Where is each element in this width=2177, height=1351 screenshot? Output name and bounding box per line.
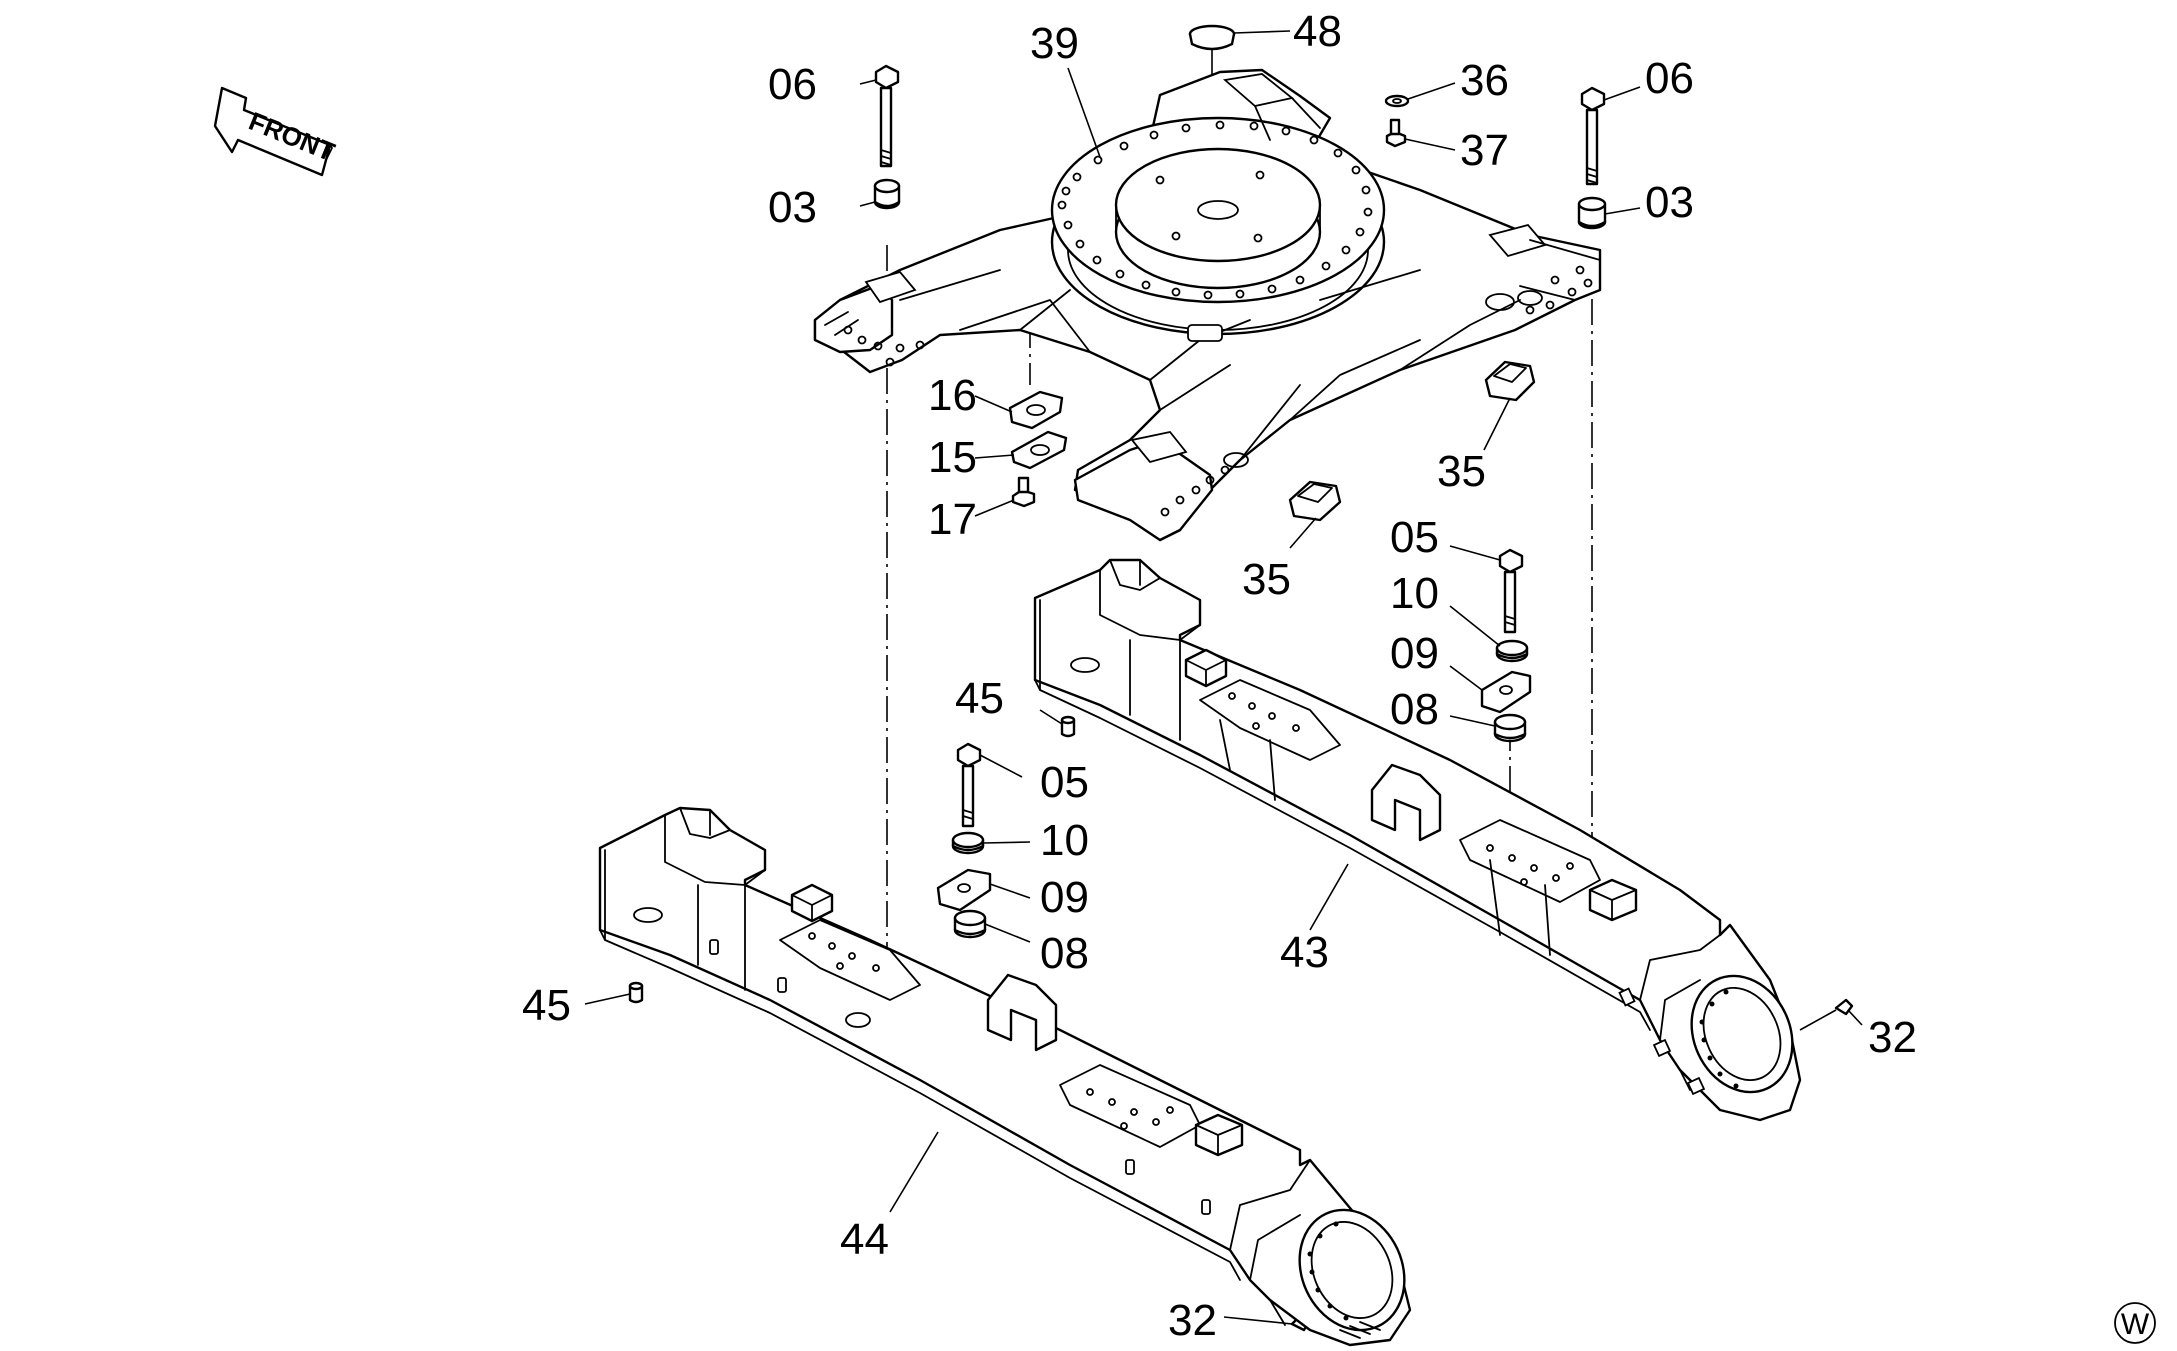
part-06-bolt-left bbox=[874, 64, 900, 168]
callout-35-right: 35 bbox=[1437, 447, 1486, 496]
callout-17: 17 bbox=[928, 495, 977, 544]
callout-45-left: 45 bbox=[522, 981, 571, 1030]
part-08-spacer-right bbox=[1493, 713, 1527, 743]
leader-lines bbox=[584, 30, 1863, 1325]
callout-03-left: 03 bbox=[768, 183, 817, 232]
callout-numbers: 48 39 06 06 36 37 03 03 16 15 17 35 35 0… bbox=[522, 7, 1917, 1345]
upper-frame bbox=[813, 68, 1602, 542]
part-16-plate bbox=[1008, 390, 1064, 430]
part-09-plate-right bbox=[1480, 670, 1532, 714]
callout-32-bottom: 32 bbox=[1168, 1296, 1217, 1345]
side-frame-right bbox=[1033, 558, 1802, 1122]
part-17-bolt bbox=[1011, 476, 1036, 508]
part-06-bolt-right bbox=[1580, 86, 1606, 186]
part-05-bolt-right bbox=[1498, 548, 1524, 634]
callout-45-top: 45 bbox=[955, 674, 1004, 723]
part-37-bolt bbox=[1385, 118, 1407, 148]
hardware-parts bbox=[628, 24, 1854, 1332]
part-09-plate-left bbox=[936, 868, 992, 912]
part-10-washer-left bbox=[951, 831, 985, 855]
callout-05-left: 05 bbox=[1040, 758, 1089, 807]
callout-35-center: 35 bbox=[1242, 555, 1291, 604]
callout-08-left: 08 bbox=[1040, 929, 1089, 978]
part-03-spacer-left bbox=[873, 178, 901, 210]
callout-32-right: 32 bbox=[1868, 1013, 1917, 1062]
front-direction-arrow: FRONT bbox=[213, 86, 339, 177]
callout-37: 37 bbox=[1460, 126, 1509, 175]
callout-03-right: 03 bbox=[1645, 178, 1694, 227]
callout-09-left: 09 bbox=[1040, 873, 1089, 922]
callout-15: 15 bbox=[928, 433, 977, 482]
callout-36: 36 bbox=[1460, 56, 1509, 105]
side-frame-left bbox=[598, 806, 1412, 1347]
callout-05-right: 05 bbox=[1390, 513, 1439, 562]
callout-08-right: 08 bbox=[1390, 685, 1439, 734]
sheet-mark: W bbox=[2114, 1302, 2156, 1344]
part-45-pin-top bbox=[1060, 715, 1076, 738]
callout-09-right: 09 bbox=[1390, 629, 1439, 678]
part-48-cap bbox=[1188, 24, 1236, 51]
part-15-plate bbox=[1010, 430, 1068, 470]
sheet-mark-letter: W bbox=[2121, 1308, 2150, 1341]
part-08-spacer-left bbox=[953, 909, 987, 939]
part-35-pad-center bbox=[1288, 480, 1342, 522]
part-36-washer bbox=[1384, 94, 1410, 108]
callout-16: 16 bbox=[928, 371, 977, 420]
callout-06-left: 06 bbox=[768, 60, 817, 109]
part-03-spacer-right bbox=[1577, 196, 1607, 230]
callout-10-left: 10 bbox=[1040, 816, 1089, 865]
callout-39: 39 bbox=[1030, 19, 1079, 68]
callout-43: 43 bbox=[1280, 928, 1329, 977]
part-45-pin-left bbox=[628, 981, 644, 1004]
part-05-bolt-left bbox=[956, 742, 982, 828]
part-35-pad-right bbox=[1484, 360, 1536, 402]
callout-44: 44 bbox=[840, 1215, 889, 1264]
callout-06-right: 06 bbox=[1645, 54, 1694, 103]
callout-10-right: 10 bbox=[1390, 569, 1439, 618]
callout-48: 48 bbox=[1293, 7, 1342, 56]
part-10-washer-right bbox=[1495, 639, 1529, 663]
